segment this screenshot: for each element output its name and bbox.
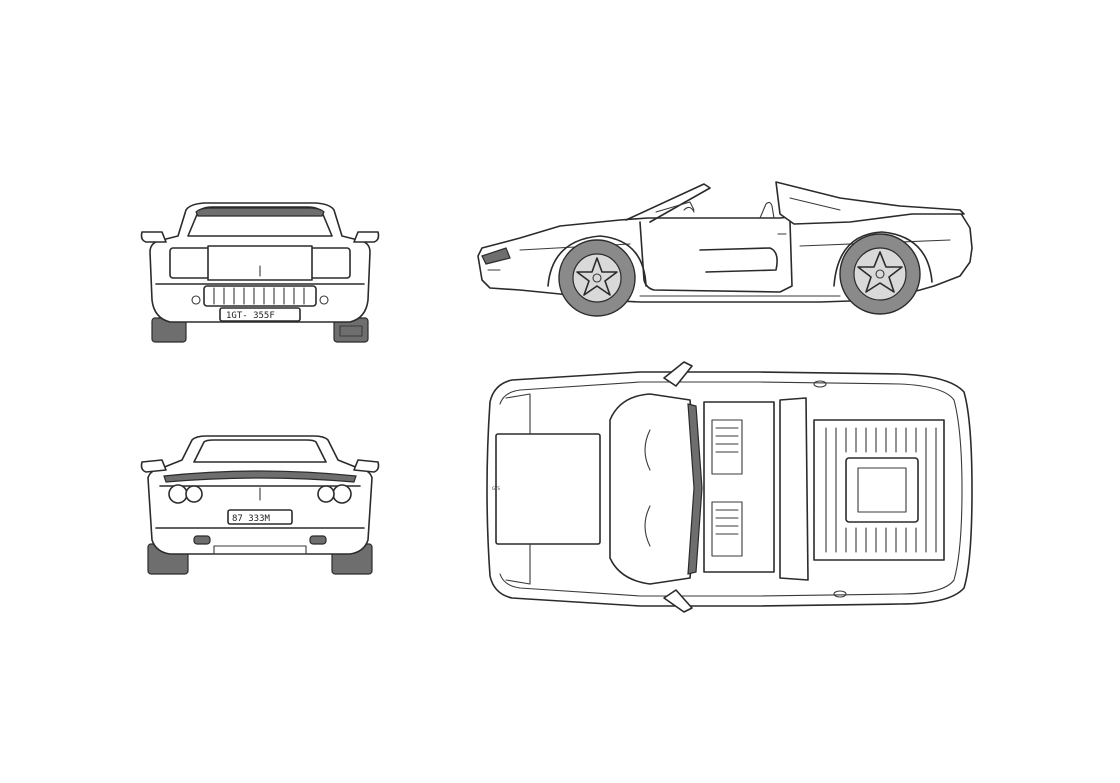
top-seats [711,419,743,557]
top-roll-hoop [779,397,809,581]
rear-right-exhaust [309,535,327,545]
rear-left-mirror [140,459,167,473]
rear-left-exhaust [193,535,211,545]
front-left-foglight [191,295,201,305]
rear-plate-text: 87 333M [232,514,271,524]
rear-view: 87 333M [140,435,380,575]
side-windshield [625,183,711,223]
top-hood-text: GTS [492,486,500,491]
front-hood-panel [207,245,313,281]
front-plate [219,307,301,322]
rear-left-taillight-inner [185,485,203,503]
rear-right-mirror [353,459,380,473]
top-left-fuel-cap [813,380,827,388]
side-view [477,181,973,317]
front-grille [203,285,317,307]
top-steering-area [644,429,651,547]
front-right-mirror [353,231,380,243]
top-cabin [703,401,775,573]
side-front-spokes [576,257,618,296]
top-windshield-glass [687,403,703,575]
top-left-headlight [505,393,531,435]
top-body-inner-line [499,381,963,597]
rear-left-taillight-outer [168,484,188,504]
rear-window [193,439,327,463]
front-plate-text: 1GT- 355F [226,311,275,321]
top-left-mirror [663,361,693,387]
side-rear-center-cap [875,269,885,279]
front-grille-slats [213,287,305,305]
side-steering-wheel [683,206,695,213]
front-windshield-shade [195,207,325,217]
top-front-hood [495,433,601,545]
side-rear-rim [853,247,907,301]
side-buttress [775,181,965,225]
side-rear-spokes [857,251,903,293]
side-headlight [481,247,511,265]
side-front-center-cap [592,273,602,283]
top-right-headlight [505,543,531,585]
top-engine-window [845,457,919,523]
side-intake [699,247,778,273]
side-rear-arch [833,231,933,287]
front-side-tag [339,325,363,337]
top-windshield-area [609,393,699,585]
rear-plate [227,509,293,525]
side-front-rim [572,253,622,303]
top-right-fuel-cap [833,590,847,598]
side-door [639,221,793,293]
side-front-arch [547,235,647,287]
top-engine-window-inner [857,467,907,513]
rear-spoiler [163,470,357,483]
rear-right-taillight-outer [332,484,352,504]
top-right-mirror [663,589,693,613]
side-seat [759,201,775,219]
top-view: GTS [486,361,973,613]
rear-right-taillight-inner [317,485,335,503]
front-right-foglight [319,295,329,305]
top-engine-louvers [825,427,937,553]
front-view: 1GT- 355F [140,202,380,343]
side-windshield-frame [655,201,695,213]
front-left-mirror [140,231,167,243]
rear-diffuser [213,545,307,555]
side-buttress-line [789,197,841,211]
